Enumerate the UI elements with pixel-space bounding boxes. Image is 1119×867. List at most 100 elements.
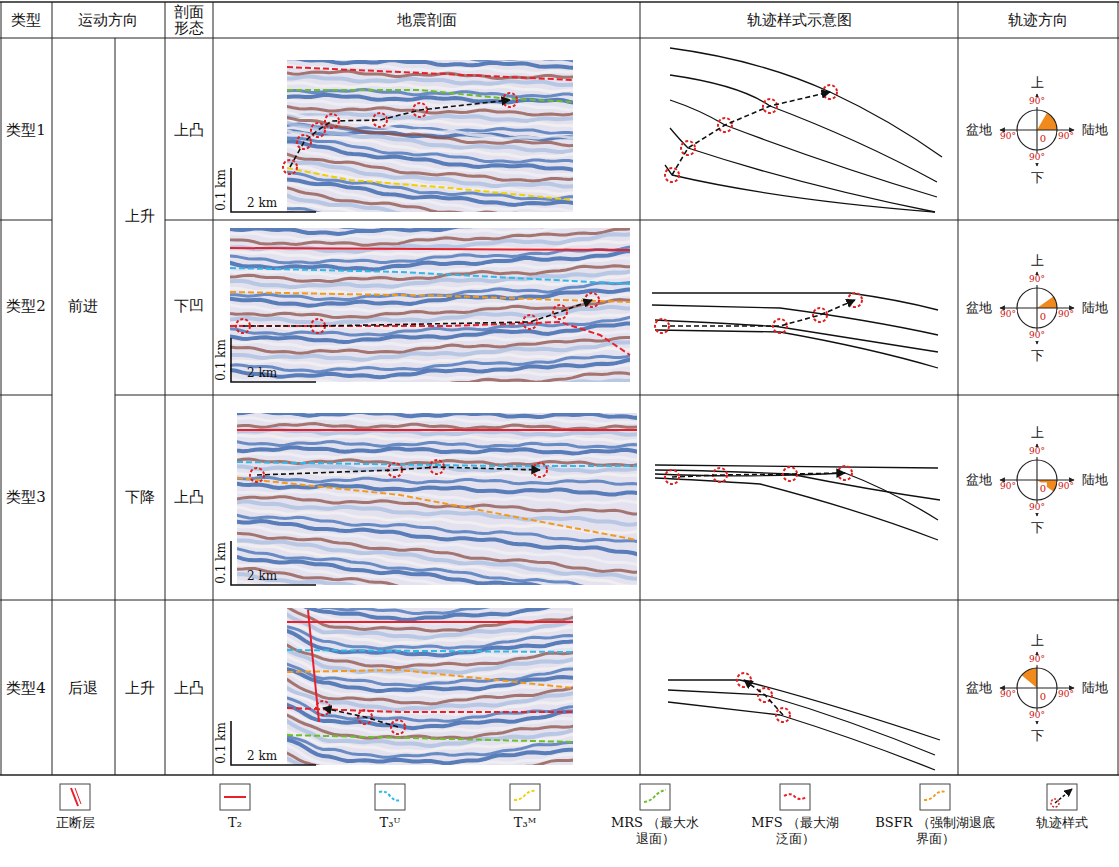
- trajectory-arrow: [672, 473, 845, 477]
- stratum-line: [652, 293, 938, 310]
- horizon-line: [237, 462, 637, 466]
- compass-label: 陆地: [1082, 123, 1108, 137]
- trajectory-arrow: [323, 708, 398, 727]
- seismic-reflector: [237, 477, 637, 484]
- stratum-line: [665, 165, 935, 212]
- angle-label: 90°: [1028, 331, 1046, 341]
- trajectory-arrow: [672, 92, 830, 175]
- row-label: 上升: [125, 208, 155, 225]
- seismic-section: [287, 60, 573, 212]
- horizon-line: [287, 650, 573, 652]
- angle-label: 0: [1039, 133, 1047, 144]
- horizon-line: [237, 429, 637, 431]
- track-point: [681, 141, 695, 155]
- horizon-line: [230, 268, 630, 284]
- horizon-line: [230, 248, 630, 250]
- horizon-line: [287, 67, 573, 80]
- angle-label: 90°: [999, 690, 1017, 700]
- seismic-reflector: [237, 424, 637, 430]
- seismic-reflector: [230, 241, 630, 258]
- scale-bar: [231, 721, 316, 765]
- compass-label: 盆地: [966, 123, 992, 137]
- compass-label: 陆地: [1082, 301, 1108, 315]
- stratum-line: [670, 48, 942, 157]
- seismic-reflector: [230, 290, 630, 306]
- legend-text: T₂: [228, 815, 242, 831]
- row-label: 上凸: [174, 122, 204, 139]
- compass-label: 上: [1031, 634, 1044, 648]
- scale-label: 0.1 km: [215, 542, 228, 584]
- angle-label: 90°: [1028, 447, 1046, 457]
- legend-text: 正断层: [56, 815, 95, 831]
- scale-label: 0.1 km: [215, 169, 228, 211]
- track-point: [553, 305, 567, 319]
- seismic-reflector: [237, 435, 637, 442]
- horizon-line: [230, 292, 630, 302]
- row-label: 上凸: [174, 680, 204, 697]
- stratum-line: [668, 702, 935, 770]
- table-header: 剖面形态: [173, 4, 205, 36]
- scale-label: 2 km: [247, 570, 277, 583]
- compass-label: 陆地: [1082, 473, 1108, 487]
- horizon-line: [287, 735, 573, 742]
- seismic-reflector: [287, 619, 573, 643]
- scale-label: 2 km: [247, 750, 277, 763]
- horizon-line: [230, 322, 630, 355]
- stratum-line: [670, 128, 935, 212]
- seismic-section: [237, 413, 637, 585]
- angle-label: 90°: [1057, 132, 1075, 142]
- horizon-line: [237, 478, 637, 540]
- legend-samples: [60, 784, 1077, 810]
- stratum-line: [655, 330, 938, 368]
- seismic-reflector: [287, 207, 573, 212]
- seismic-reflector: [287, 60, 573, 68]
- seismic-reflector: [237, 429, 637, 435]
- seismic-reflector: [237, 574, 637, 585]
- legend-text: BSFR （强制湖退底界面）: [873, 815, 998, 847]
- row-label: 类型2: [6, 298, 46, 315]
- angle-label: 90°: [1028, 503, 1046, 513]
- legend-text: 轨迹样式: [1036, 815, 1088, 831]
- stratum-line: [655, 465, 938, 468]
- seismic-reflector: [287, 202, 573, 212]
- trajectory-arrow: [744, 680, 783, 715]
- row-label: 类型3: [6, 489, 46, 506]
- angle-label: 90°: [999, 132, 1017, 142]
- angle-label: 90°: [1057, 310, 1075, 320]
- compass-label: 下: [1031, 521, 1044, 535]
- trajectory-arrow: [243, 300, 592, 326]
- seismic-reflector: [237, 413, 637, 418]
- seismic-reflector: [230, 332, 630, 348]
- row-label: 下凹: [174, 298, 204, 315]
- table-header: 轨迹方向: [1008, 12, 1068, 29]
- angle-label: 0: [1039, 311, 1047, 322]
- seismic-reflector: [237, 544, 637, 585]
- compass-label: 下: [1031, 349, 1044, 363]
- angle-label: 90°: [1028, 275, 1046, 285]
- horizon-line: [287, 90, 573, 102]
- table-header: 轨迹样式示意图: [747, 12, 852, 29]
- trajectory-arrow: [662, 300, 855, 326]
- compass-label: 盆地: [966, 473, 992, 487]
- table-header: 类型: [11, 12, 41, 29]
- row-label: 前进: [68, 298, 98, 315]
- seismic-reflector: [287, 751, 573, 766]
- row-label: 类型1: [6, 122, 46, 139]
- angle-label: 90°: [999, 482, 1017, 492]
- seismic-reflector: [287, 647, 573, 673]
- row-label: 类型4: [6, 680, 46, 697]
- legend-text: T₃ᴹ: [514, 815, 536, 831]
- seismic-reflector: [287, 671, 573, 697]
- scale-bar: [231, 541, 316, 585]
- seismic-section: [287, 608, 573, 765]
- legend-text: MFS （最大湖泛面）: [745, 815, 845, 847]
- compass-label: 陆地: [1082, 681, 1108, 695]
- angle-label: 90°: [1028, 655, 1046, 665]
- seismic-reflector: [287, 743, 573, 765]
- horizon-line: [287, 670, 573, 688]
- horizon-line: [287, 621, 573, 623]
- trajectory-arrow: [290, 100, 510, 167]
- scale-label: 0.1 km: [215, 339, 228, 381]
